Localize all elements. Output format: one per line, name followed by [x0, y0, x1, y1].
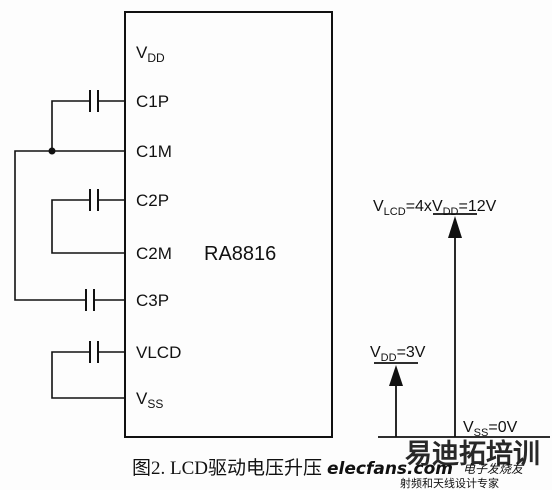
external-wiring: [14, 90, 125, 399]
pin-vdd-label: VDD: [136, 43, 165, 65]
voltage-levels: VLCD=4xVDD=12V VDD=3V VSS=0V: [370, 198, 550, 439]
vlcd-arrow-head: [448, 216, 462, 238]
watermark-brand-cn: 电子发烧友: [463, 462, 525, 476]
wire-c1m-to-c3: [14, 150, 86, 301]
pin-c2p-label: C2P: [136, 191, 169, 210]
pin-vlcd-label: VLCD: [136, 343, 181, 362]
chip-name: RA8816: [204, 243, 276, 265]
pin-c3p-label: C3P: [136, 291, 169, 310]
watermark-overlay-cn: 易迪拓培训: [405, 439, 540, 470]
vdd-equation: VDD=3V: [370, 344, 426, 364]
wire-c2m: [51, 199, 125, 254]
vdd-arrow-head: [389, 365, 403, 386]
vss-equation: VSS=0V: [463, 419, 518, 439]
watermark-tagline: 射频和天线设计专家: [400, 476, 499, 490]
watermark-brand-en: elecfans.com: [327, 459, 453, 479]
junction-dot: [48, 147, 56, 155]
wire-c1m: [51, 100, 125, 152]
pin-c1m-label: C1M: [136, 142, 172, 161]
figure-caption: 图2. LCD驱动电压升压: [132, 457, 322, 479]
watermark: 易迪拓培训 elecfans.com 电子发烧友 射频和天线设计专家: [327, 439, 540, 490]
pin-c2m-label: C2M: [136, 244, 172, 263]
pin-c1p-label: C1P: [136, 92, 169, 111]
pin-vss-label: VSS: [136, 389, 163, 411]
wire-vss: [51, 351, 125, 399]
chip-body: [124, 11, 333, 438]
vlcd-equation: VLCD=4xVDD=12V: [373, 198, 497, 218]
